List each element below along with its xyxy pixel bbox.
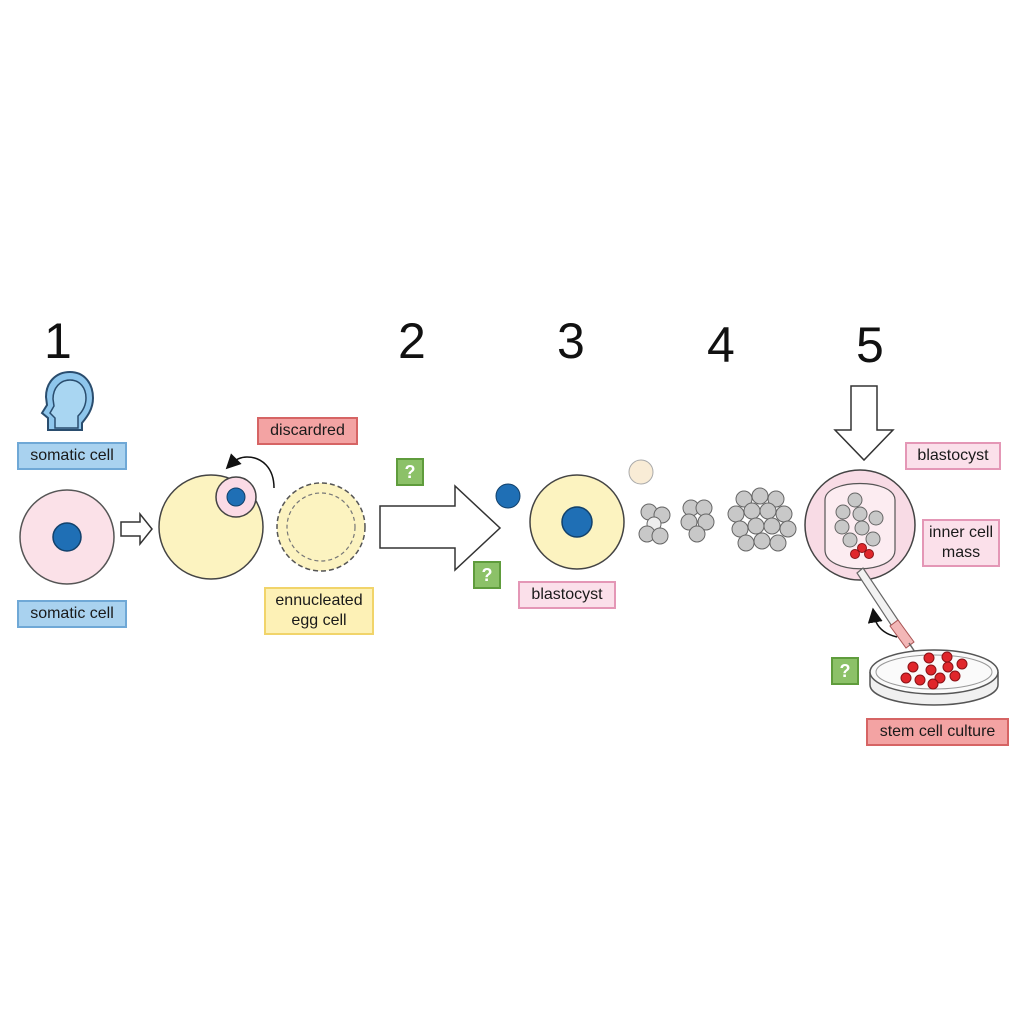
stem-cell-culture-label: stem cell culture (866, 718, 1009, 746)
step-number-4: 4 (707, 317, 735, 373)
question-mark-culture: ? (831, 657, 859, 685)
somatic-cell (19, 489, 115, 585)
curved-arrow-icon (225, 453, 275, 489)
zygote-cell (628, 459, 654, 485)
discarded-label: discardred (257, 417, 358, 445)
question-mark-step2: ? (396, 458, 424, 486)
pipette (856, 567, 916, 653)
blastocyst-label-right: blastocyst (905, 442, 1001, 470)
arrow-down-icon (833, 385, 895, 462)
cleavage-cluster-small (638, 503, 671, 545)
human-head-icon (40, 370, 95, 431)
morula-cluster (727, 487, 797, 552)
somatic-cell-label-bottom: somatic cell (17, 600, 127, 628)
petri-dish (869, 649, 999, 706)
arrow-right-icon (379, 484, 502, 572)
curved-arrow-icon (867, 607, 898, 638)
step-number-1: 1 (44, 313, 72, 369)
inner-cell-mass-label: inner cell mass (922, 519, 1000, 567)
enucleated-egg-label: ennucleated egg cell (264, 587, 374, 635)
step-number-3: 3 (557, 313, 585, 369)
donor-nucleus (495, 483, 521, 509)
cleavage-cluster-medium (680, 499, 715, 543)
step-number-5: 5 (856, 317, 884, 373)
enucleated-egg-cell (276, 482, 366, 572)
blastocyst-cell (804, 469, 916, 581)
egg-cell (158, 474, 264, 580)
somatic-cell-label-top: somatic cell (17, 442, 127, 470)
blastocyst-label-middle: blastocyst (518, 581, 616, 609)
reconstructed-egg-cell (529, 474, 625, 570)
step-number-2: 2 (398, 313, 426, 369)
question-mark-arrow: ? (473, 561, 501, 589)
arrow-right-icon (120, 511, 153, 547)
